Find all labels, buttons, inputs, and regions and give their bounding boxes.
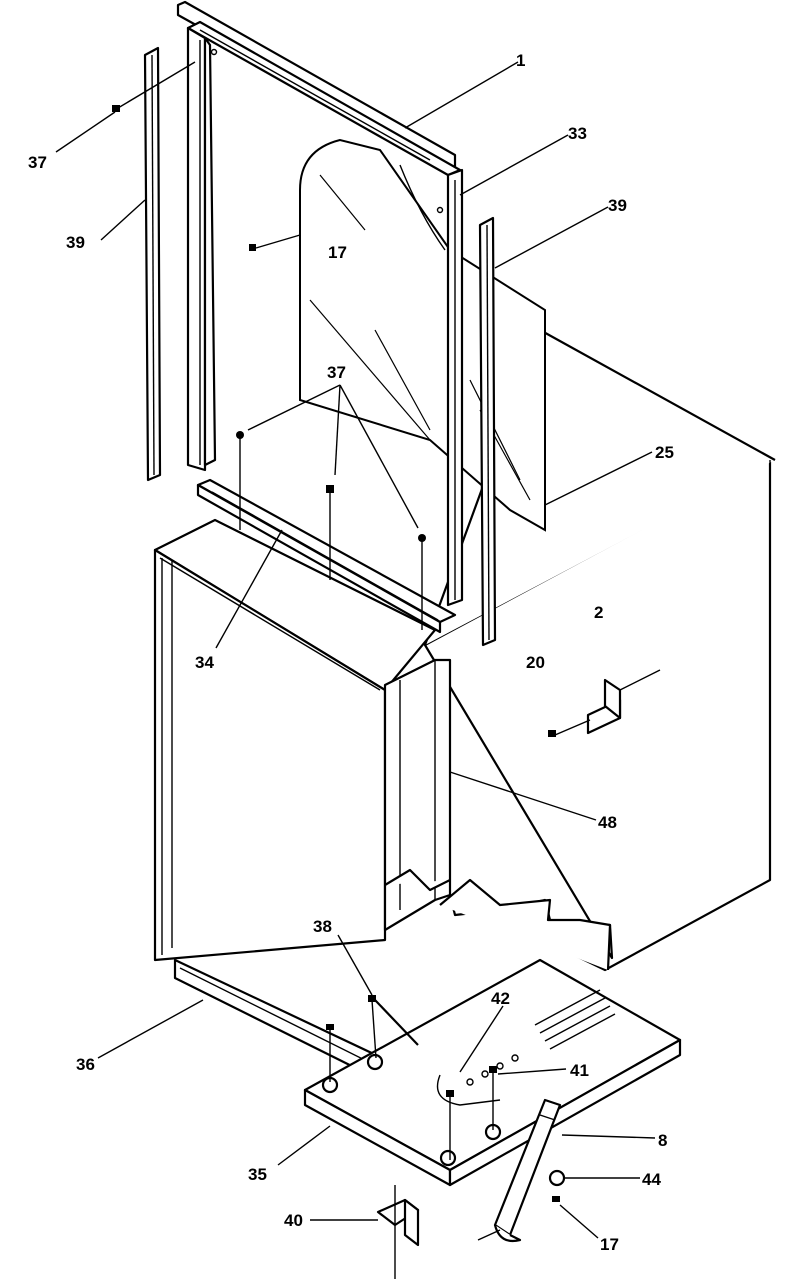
bottom-shelf	[303, 958, 682, 1187]
callout-41: 41	[570, 1061, 589, 1080]
trim-strip-right	[478, 216, 497, 647]
callout-36: 36	[76, 1055, 95, 1074]
corner-bracket	[376, 1185, 420, 1279]
callout-35: 35	[248, 1165, 267, 1184]
callout-25: 25	[655, 443, 674, 462]
callout-17-top: 17	[328, 243, 347, 262]
door-frame	[176, 0, 464, 607]
callout-33: 33	[568, 124, 587, 143]
callout-20: 20	[526, 653, 545, 672]
glass-shield	[249, 138, 546, 532]
callout-37-mid: 37	[327, 363, 346, 382]
callout-37-top: 37	[28, 153, 47, 172]
callout-42: 42	[491, 989, 510, 1008]
hinge-bracket	[548, 669, 661, 737]
callout-44: 44	[642, 1170, 661, 1189]
callout-39-left: 39	[66, 233, 85, 252]
callout-48: 48	[598, 813, 617, 832]
leader-lines	[55, 61, 656, 1239]
trim-strip-left	[143, 46, 162, 482]
vent-slots	[534, 989, 616, 1050]
callout-1: 1	[516, 51, 525, 70]
support-bracket	[477, 1098, 566, 1243]
hinge-rail	[196, 431, 457, 634]
callout-8: 8	[658, 1131, 667, 1150]
callout-38: 38	[313, 917, 332, 936]
divider-channel	[383, 658, 452, 932]
bottom-screws	[326, 995, 497, 1160]
callout-40: 40	[284, 1211, 303, 1230]
callout-39-right: 39	[608, 196, 627, 215]
callout-34: 34	[195, 653, 214, 672]
callout-2: 2	[594, 603, 603, 622]
callout-17-bottom: 17	[600, 1235, 619, 1254]
callout-labels: 1 33 39 37 39 17 37 25 34 2 20 48 38 42 …	[28, 51, 674, 1254]
